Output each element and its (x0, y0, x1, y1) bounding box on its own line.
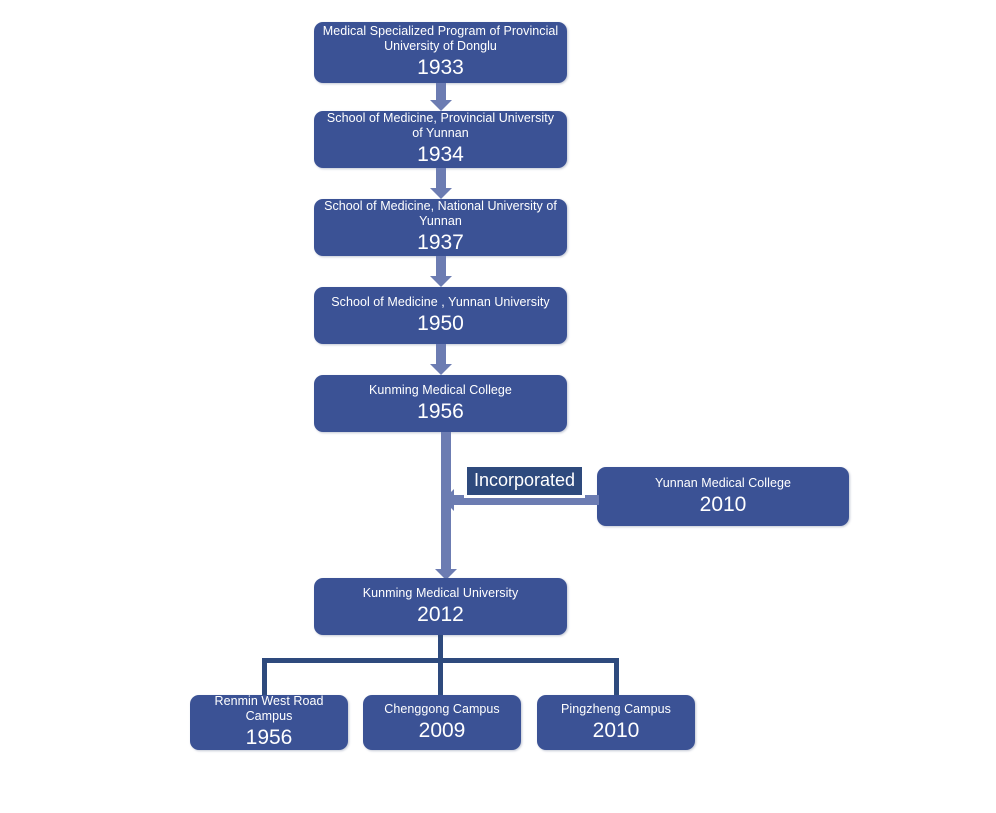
node-campus-chenggong[interactable]: Chenggong Campus 2009 (363, 695, 521, 750)
node-1956-year: 1956 (417, 399, 464, 423)
node-1937-name: School of Medicine, National University … (324, 199, 557, 228)
node-2012-year: 2012 (417, 602, 464, 626)
node-1950-name: School of Medicine , Yunnan University (331, 294, 550, 309)
arrow-1933-to-1934 (429, 83, 452, 111)
arrow-head (429, 100, 452, 111)
arrow-head (443, 489, 454, 511)
arrow-1934-to-1937 (429, 168, 452, 199)
arrow-shaft (435, 83, 446, 100)
arrow-incorporated (443, 489, 599, 511)
connector-drop-renmin (262, 658, 267, 698)
node-1934-year: 1934 (417, 143, 464, 166)
node-yunnan-name: Yunnan Medical College (655, 475, 791, 490)
node-campus-pingzheng-name: Pingzheng Campus (561, 701, 671, 716)
node-1937-year: 1937 (417, 231, 464, 254)
node-yunnan-medical-college[interactable]: Yunnan Medical College 2010 (597, 467, 849, 526)
arrow-head (434, 569, 457, 580)
node-1933-name: Medical Specialized Program of Provincia… (322, 24, 559, 53)
node-1933[interactable]: Medical Specialized Program of Provincia… (314, 22, 567, 83)
node-yunnan-year: 2010 (699, 492, 747, 516)
node-campus-pingzheng-year: 2010 (592, 718, 640, 742)
node-campus-chenggong-year: 2009 (418, 718, 466, 742)
arrow-1950-to-1956 (429, 344, 452, 375)
edge-label-incorporated: Incorporated (464, 464, 586, 498)
connector-drop-chenggong (438, 658, 443, 698)
node-2012[interactable]: Kunming Medical University 2012 (314, 578, 567, 635)
node-2012-name: Kunming Medical University (362, 585, 519, 600)
node-campus-pingzheng[interactable]: Pingzheng Campus 2010 (537, 695, 695, 750)
arrow-head (429, 364, 452, 375)
node-1950-year: 1950 (417, 311, 464, 335)
node-campus-renmin[interactable]: Renmin West Road Campus 1956 (190, 694, 348, 750)
connector-drop-pingzheng (614, 658, 619, 698)
connector-stem-2012 (438, 635, 443, 663)
arrow-shaft (435, 344, 446, 364)
arrow-1937-to-1950 (429, 256, 452, 287)
node-1956[interactable]: Kunming Medical College 1956 (314, 375, 567, 432)
arrow-shaft (435, 168, 446, 188)
node-1934[interactable]: School of Medicine, Provincial Universit… (314, 111, 567, 168)
arrow-shaft (435, 256, 446, 276)
node-1933-year: 1933 (417, 56, 464, 79)
arrow-head (429, 276, 452, 287)
node-1956-name: Kunming Medical College (369, 382, 512, 397)
node-campus-renmin-name: Renmin West Road Campus (214, 694, 324, 723)
arrow-shaft (454, 495, 599, 505)
node-1950[interactable]: School of Medicine , Yunnan University 1… (314, 287, 567, 344)
node-1937[interactable]: School of Medicine, National University … (314, 199, 567, 256)
arrow-head (429, 188, 452, 199)
node-campus-renmin-year: 1956 (245, 726, 293, 749)
node-campus-chenggong-name: Chenggong Campus (384, 701, 500, 716)
node-1934-name: School of Medicine, Provincial Universit… (326, 111, 555, 140)
